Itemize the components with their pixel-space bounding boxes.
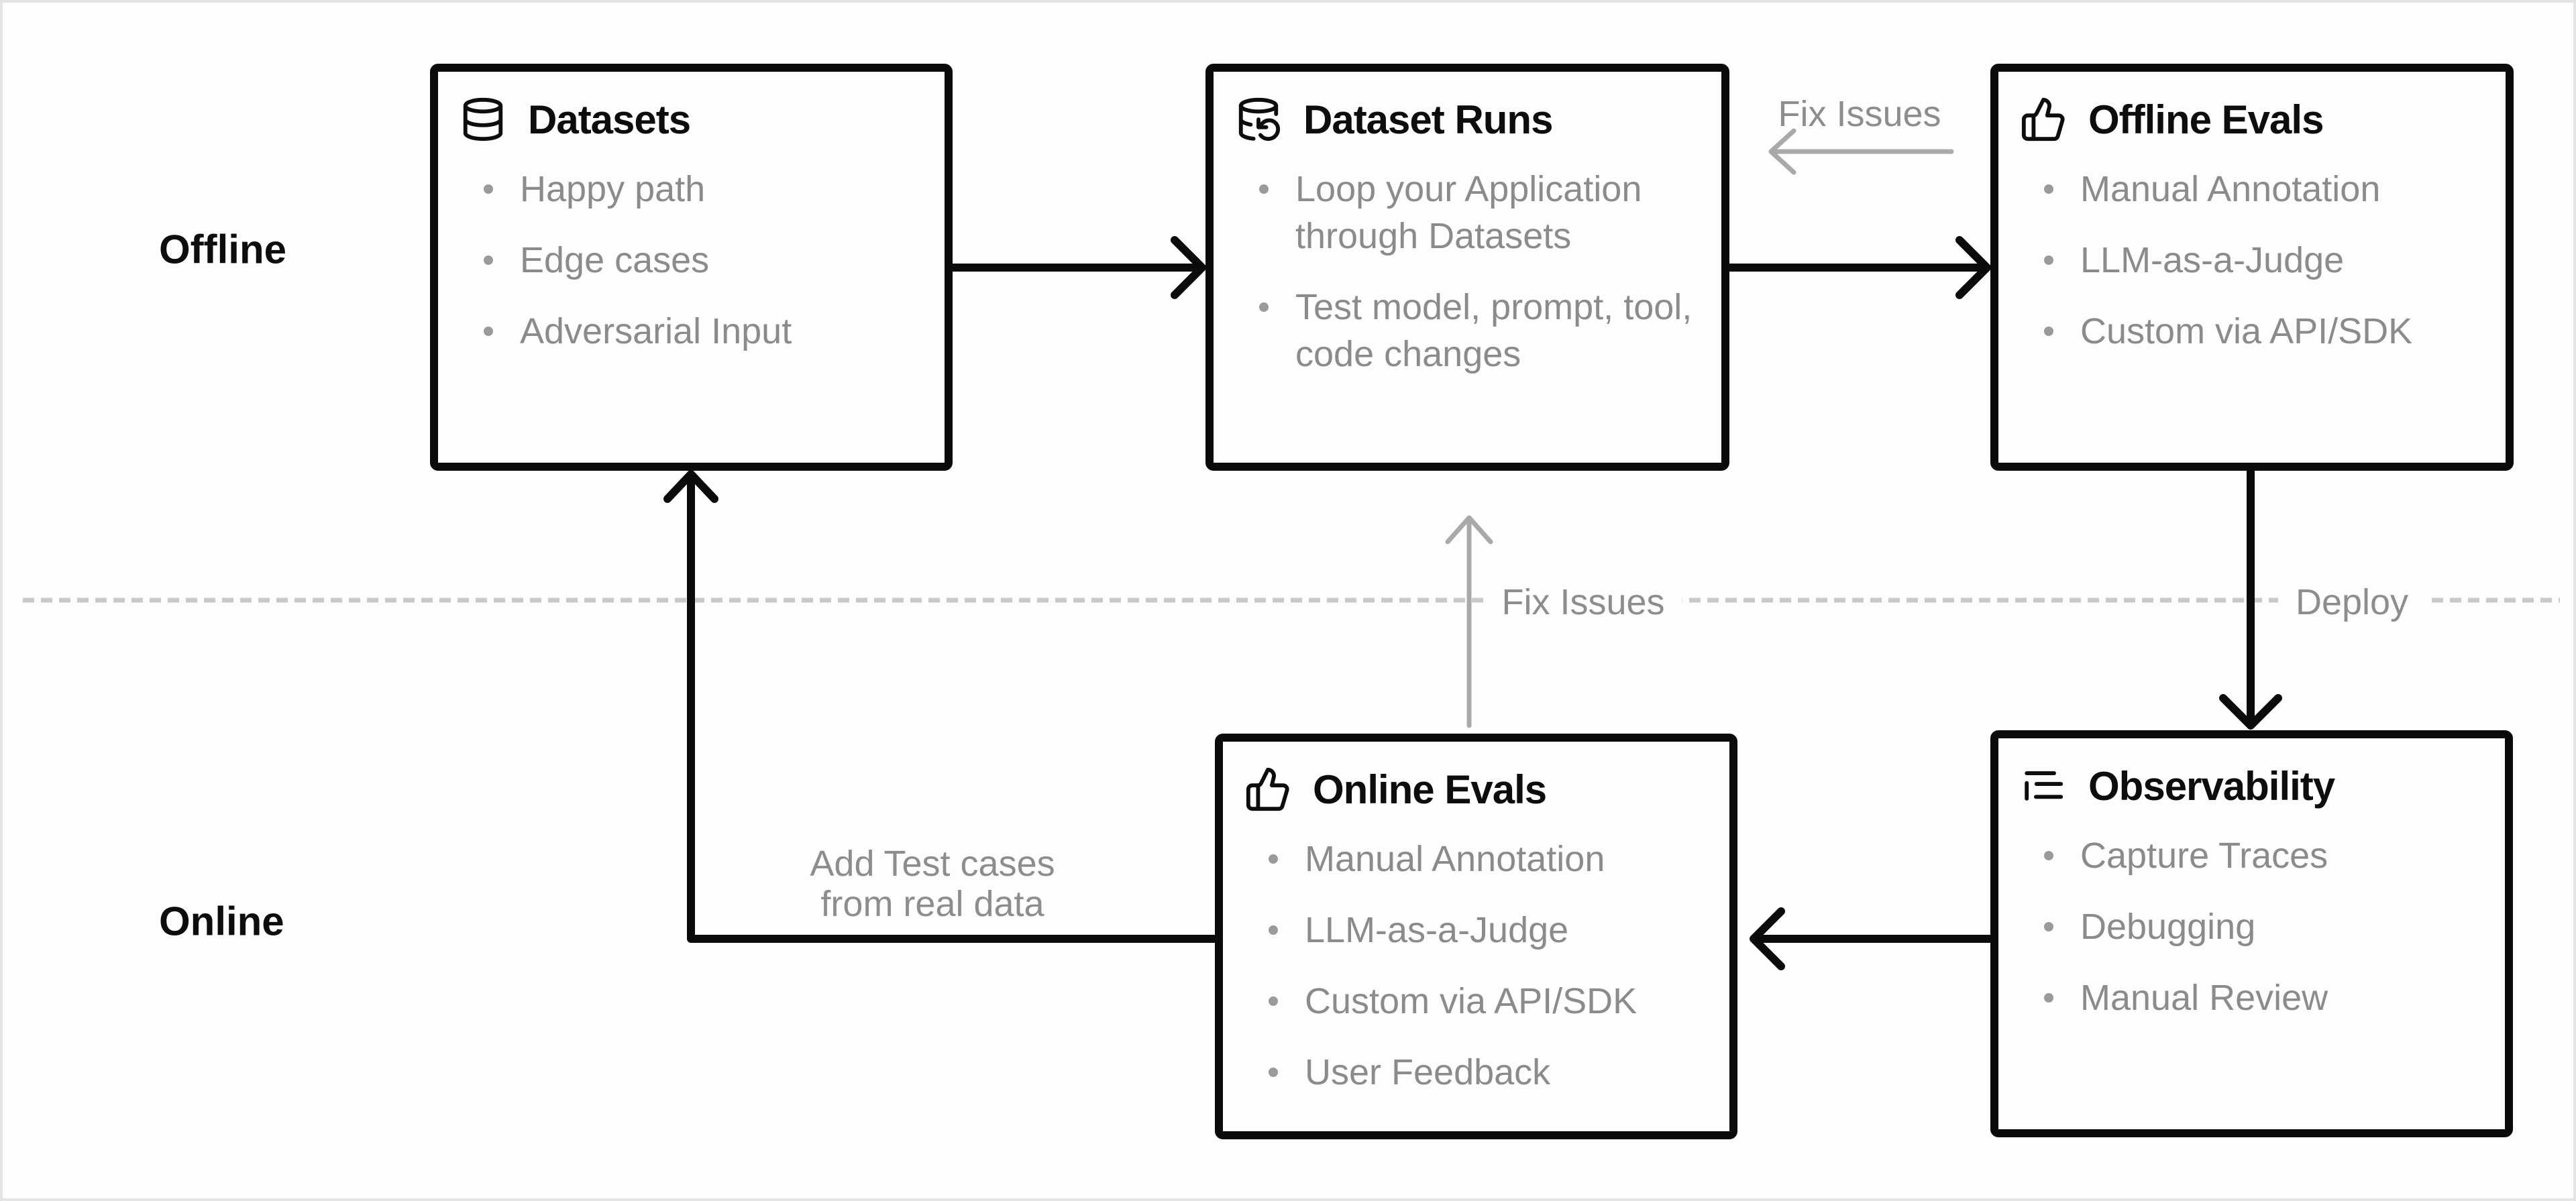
online-evals-header: Online Evals xyxy=(1244,766,1547,813)
offline-section-label: Offline xyxy=(159,227,286,272)
online-section-label: Online xyxy=(159,899,284,944)
dataset-runs-header: Dataset Runs xyxy=(1235,96,1553,143)
add-test-cases-label: Add Test cases from real data xyxy=(810,844,1055,924)
list-item: Manual Annotation xyxy=(1223,836,1713,882)
database-icon xyxy=(460,96,506,143)
datasets-title: Datasets xyxy=(528,97,691,142)
bullet-dot xyxy=(484,327,493,336)
thumbs-up-icon xyxy=(1244,766,1291,813)
bullet-dot xyxy=(1269,1068,1278,1077)
bullet-dot xyxy=(1269,925,1278,935)
list-item: Custom via API/SDK xyxy=(1998,308,2489,355)
observability-bullets: Capture Traces Debugging Manual Review xyxy=(1998,832,2489,1021)
list-item: Test model, prompt, tool,code changes xyxy=(1214,284,1705,378)
observability-to-online-evals-arrow xyxy=(1750,907,1994,970)
bullet-dot xyxy=(2044,255,2053,265)
datasets-box: Datasets Happy path Edge cases Adversari… xyxy=(430,64,953,471)
fix-issues-mid-arrow xyxy=(1445,515,1493,728)
offline-evals-title: Offline Evals xyxy=(2088,97,2324,142)
list-item: Edge cases xyxy=(438,237,928,284)
database-loop-icon xyxy=(1235,96,1282,143)
observability-header: Observability xyxy=(2020,762,2335,809)
fix-issues-mid-label: Fix Issues xyxy=(1484,578,1682,626)
bullet-dot xyxy=(2044,851,2053,860)
fix-issues-top-arrow xyxy=(1768,128,1954,175)
bullet-dot xyxy=(2044,184,2053,194)
datasets-bullets: Happy path Edge cases Adversarial Input xyxy=(438,166,928,355)
list-item: Adversarial Input xyxy=(438,308,928,355)
bullet-dot xyxy=(2044,922,2053,931)
list-item: LLM-as-a-Judge xyxy=(1223,907,1713,954)
list-item: Manual Annotation xyxy=(1998,166,2489,213)
dataset-runs-to-offline-evals-arrow xyxy=(1725,236,1991,299)
bullet-dot xyxy=(484,255,493,265)
online-evals-to-datasets-arrow xyxy=(663,470,1219,943)
online-evals-title: Online Evals xyxy=(1313,766,1547,812)
online-evals-bullets: Manual Annotation LLM-as-a-Judge Custom … xyxy=(1223,836,1713,1096)
deploy-arrow xyxy=(2219,467,2282,730)
bullet-dot xyxy=(1269,854,1278,864)
list-item: Manual Review xyxy=(1998,974,2489,1021)
bullet-dot xyxy=(2044,993,2053,1003)
trace-list-icon xyxy=(2020,762,2067,809)
bullet-dot xyxy=(1259,184,1269,194)
list-item: LLM-as-a-Judge xyxy=(1998,237,2489,284)
offline-evals-box: Offline Evals Manual Annotation LLM-as-a… xyxy=(1990,64,2514,471)
datasets-header: Datasets xyxy=(460,96,691,143)
bullet-dot xyxy=(1259,302,1269,312)
fix-issues-top-label: Fix Issues xyxy=(1778,94,1941,134)
bullet-dot xyxy=(2044,327,2053,336)
deploy-label: Deploy xyxy=(2277,578,2426,626)
list-item: Debugging xyxy=(1998,903,2489,950)
dataset-runs-title: Dataset Runs xyxy=(1303,97,1553,142)
list-item: User Feedback xyxy=(1223,1049,1713,1096)
offline-evals-header: Offline Evals xyxy=(2020,96,2324,143)
list-item: Capture Traces xyxy=(1998,832,2489,879)
thumbs-up-icon xyxy=(2020,96,2067,143)
online-evals-box: Online Evals Manual Annotation LLM-as-a-… xyxy=(1215,734,1737,1139)
bullet-dot xyxy=(484,184,493,194)
datasets-to-dataset-runs-arrow xyxy=(949,236,1206,299)
observability-box: Observability Capture Traces Debugging M… xyxy=(1990,730,2513,1137)
bullet-dot xyxy=(1269,996,1278,1006)
edges-layer xyxy=(23,128,2560,970)
list-item: Happy path xyxy=(438,166,928,213)
offline-evals-bullets: Manual Annotation LLM-as-a-Judge Custom … xyxy=(1998,166,2489,355)
list-item: Custom via API/SDK xyxy=(1223,978,1713,1025)
observability-title: Observability xyxy=(2088,763,2335,809)
